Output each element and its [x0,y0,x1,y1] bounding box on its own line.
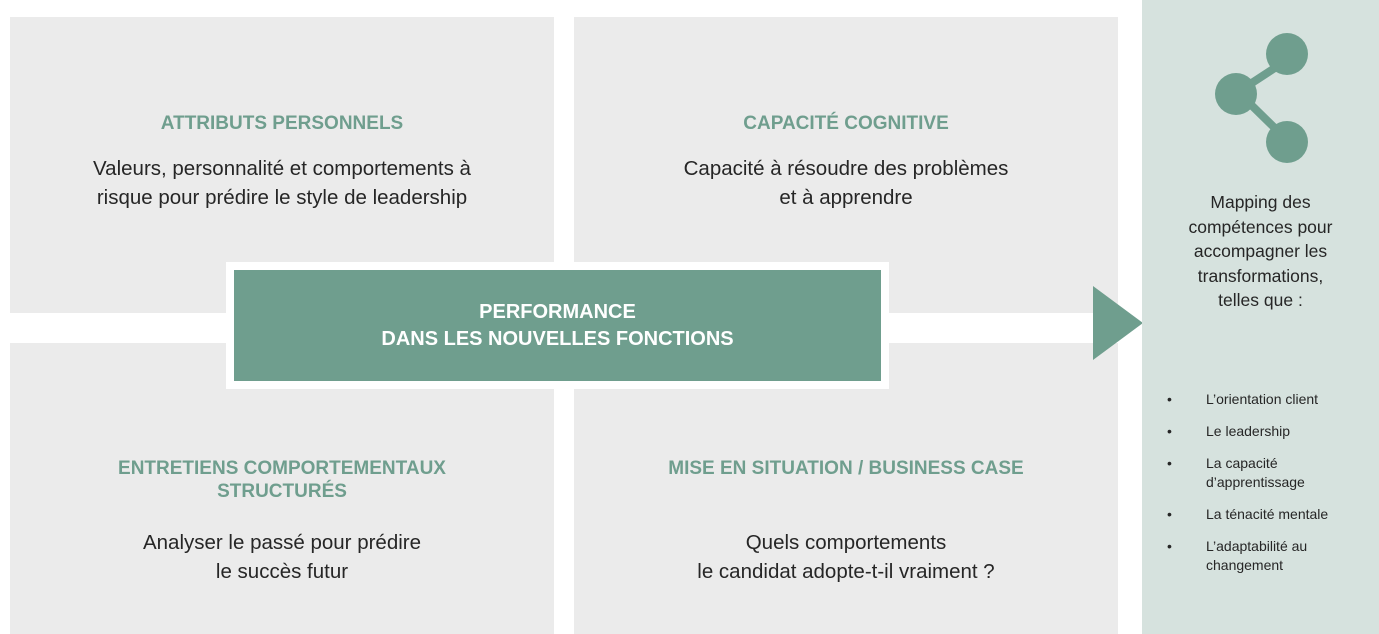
quadrant-description: Valeurs, personnalité et comportements à… [93,157,471,209]
bullet-icon: • [1167,455,1172,471]
quadrant-business-case: MISE EN SITUATION / BUSINESS CASE Quels … [574,343,1118,634]
list-item: • La capacité d’apprentissage [1142,454,1379,492]
competency-mapping-panel: Mapping des compétences pour accompagner… [1142,0,1379,634]
quadrant-title: CAPACITÉ COGNITIVE [743,113,949,134]
quadrant-behavioral-interviews: ENTRETIENS COMPORTEMENTAUX STRUCTURÉS An… [10,343,554,634]
bullet-icon: • [1167,506,1172,522]
list-item: • La ténacité mentale [1142,505,1379,524]
quadrant-title: ENTRETIENS COMPORTEMENTAUX STRUCTURÉS [118,458,446,502]
bullet-icon: • [1167,538,1172,554]
quadrant-title: MISE EN SITUATION / BUSINESS CASE [668,458,1024,479]
quadrant-description: Quels comportements le candidat adopte-t… [697,531,995,583]
center-line-2: DANS LES NOUVELLES FONCTIONS [381,327,734,350]
share-icon [1215,33,1308,163]
bullet-icon: • [1167,391,1172,407]
list-item-label: L’orientation client [1206,391,1319,407]
list-item-label: La ténacité mentale [1206,506,1329,522]
list-item-label: Le leadership [1206,423,1291,439]
list-item: • Le leadership [1142,422,1379,441]
bullet-icon: • [1167,423,1172,439]
list-item: • L’orientation client [1142,390,1379,409]
center-performance-label: PERFORMANCE DANS LES NOUVELLES FONCTIONS [234,270,881,381]
list-item: • L’adaptabilité au changement [1142,537,1379,575]
panel-intro-text: Mapping des compétences pour accompagner… [1188,192,1333,310]
list-item-label: La capacité d’apprentissage [1206,455,1305,490]
arrow-right-icon [1093,286,1143,360]
center-performance-box: PERFORMANCE DANS LES NOUVELLES FONCTIONS [226,262,889,389]
list-item-label: L’adaptabilité au changement [1206,538,1308,573]
center-line-1: PERFORMANCE [479,300,636,323]
quadrant-title: ATTRIBUTS PERSONNELS [160,113,404,134]
competency-list: • L’orientation client • Le leadership • La… [1142,390,1379,588]
quadrant-description: Capacité à résoudre des problèmes et à a… [683,157,1009,209]
quadrant-description: Analyser le passé pour prédire le succès… [142,531,422,583]
